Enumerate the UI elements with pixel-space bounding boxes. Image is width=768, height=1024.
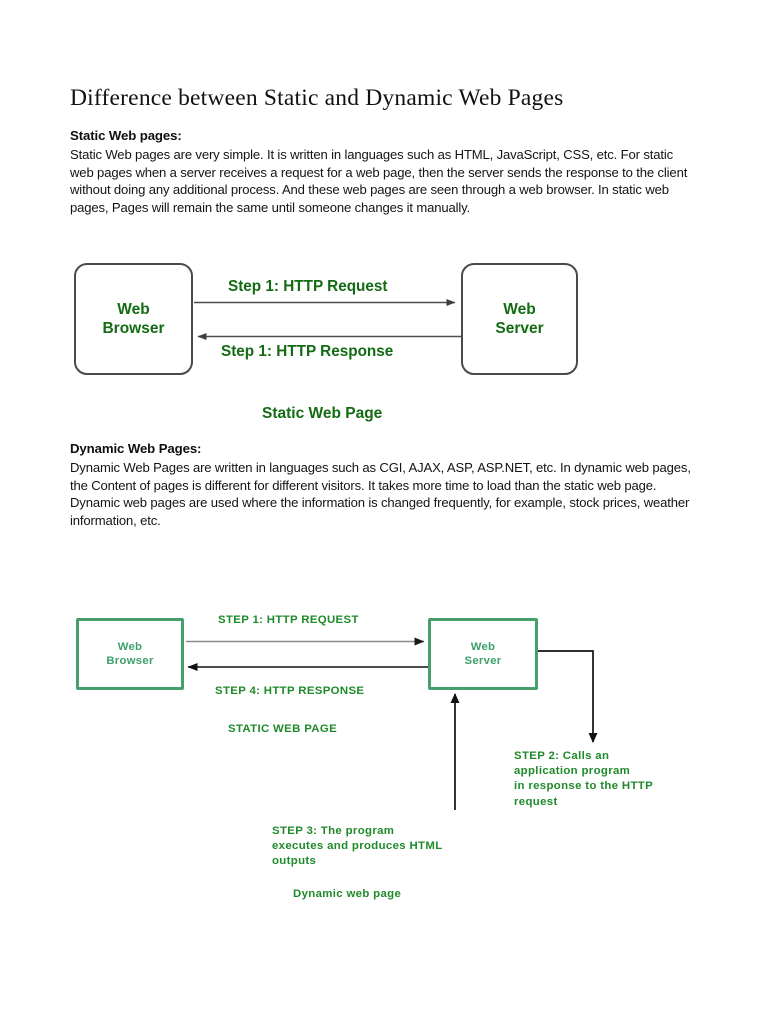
dynamic-diagram-caption: Dynamic web page: [293, 888, 402, 900]
static-diagram-response-label: Step 1: HTTP Response: [221, 343, 394, 360]
dynamic-step2-arrow: [538, 650, 598, 743]
dynamic-diagram-web-server-box: Web Server: [428, 618, 538, 690]
dynamic-diagram-step3-text: STEP 3: The program executes and produce…: [272, 825, 443, 868]
static-diagram-web-server-box: Web Server: [461, 263, 578, 375]
dynamic-diagram-web-browser-label: Web Browser: [106, 641, 154, 667]
dynamic-diagram-web-server-label: Web Server: [464, 641, 502, 667]
static-diagram-request-label: Step 1: HTTP Request: [228, 278, 388, 295]
page-title: Difference between Static and Dynamic We…: [70, 85, 564, 111]
dynamic-diagram-step4-label: STEP 4: HTTP RESPONSE: [215, 685, 365, 697]
dynamic-diagram-static-caption: STATIC WEB PAGE: [228, 723, 338, 735]
static-diagram-web-browser-box: Web Browser: [74, 263, 193, 375]
dynamic-diagram-web-browser-box: Web Browser: [76, 618, 184, 690]
static-section-heading: Static Web pages:: [70, 128, 182, 143]
dynamic-diagram-step1-label: STEP 1: HTTP REQUEST: [218, 614, 359, 626]
dynamic-section-heading: Dynamic Web Pages:: [70, 441, 202, 456]
static-diagram-caption: Static Web Page: [262, 405, 383, 422]
static-diagram-web-server-label: Web Server: [495, 301, 544, 337]
dynamic-section-paragraph: Dynamic Web Pages are written in languag…: [70, 460, 691, 528]
dynamic-diagram-step2-text: STEP 2: Calls an application program in …: [514, 750, 654, 808]
static-section-paragraph: Static Web pages are very simple. It is …: [70, 147, 688, 215]
static-diagram-web-browser-label: Web Browser: [102, 301, 165, 337]
